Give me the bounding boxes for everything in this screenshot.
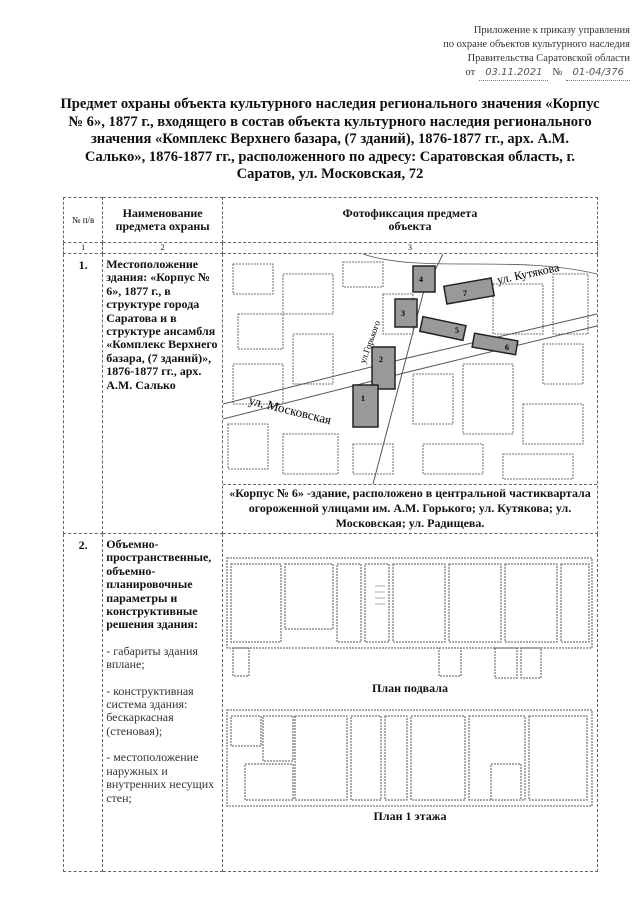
table-header-row: № п/в Наименование предмета охраны Фотоф…	[62, 197, 598, 243]
document-title: Предмет охраны объекта культурного насле…	[60, 96, 600, 182]
number-prefix: №	[552, 67, 563, 78]
protection-table: № п/в Наименование предмета охраны Фотоф…	[62, 197, 598, 872]
street-label: ул. Московская	[247, 392, 333, 427]
order-date: 03.11.2021	[479, 66, 549, 81]
row-item: - местоположение наружных и внутренних н…	[106, 750, 215, 805]
building-number: 7	[463, 289, 467, 298]
row-name-text: Объемно-пространственные, объемно-планир…	[106, 537, 212, 632]
order-number: 01-04/376	[566, 66, 630, 81]
table-row: 1. Местоположение здания: «Корпус № 6», …	[62, 253, 598, 534]
building-3	[394, 298, 418, 328]
column-number: 3	[222, 242, 598, 254]
appendix-header: Приложение к приказу управления по охран…	[370, 24, 630, 81]
table-row: 2. Объемно-пространственные, объемно-пла…	[62, 533, 598, 872]
plans-cell: План подвала План 1 этажа	[222, 533, 598, 872]
building-7	[442, 277, 496, 305]
row-number: 1.	[62, 253, 104, 534]
building-1	[352, 384, 379, 428]
row-name: Объемно-пространственные, объемно-планир…	[102, 533, 223, 872]
building-4	[412, 265, 436, 293]
appendix-line: Приложение к приказу управления	[473, 25, 630, 36]
first-floor-plan-caption: План 1 этажа	[373, 809, 447, 823]
basement-plan-caption: План подвала	[372, 681, 448, 695]
location-map: 4 7 3 5 6 2 1 ул. Московская ул. Кутяков…	[223, 254, 597, 484]
building-number: 1	[361, 394, 365, 403]
basement-plan	[226, 557, 593, 679]
row-item: - габариты здания вплане;	[106, 643, 198, 672]
building-2	[371, 346, 396, 390]
header-name: Наименование предмета охраны	[102, 197, 223, 243]
building-number: 3	[401, 309, 405, 318]
appendix-line: по охране объектов культурного наследия	[443, 39, 630, 50]
appendix-line: Правительства Саратовской области	[467, 53, 630, 64]
column-number: 1	[62, 242, 104, 254]
date-prefix: от	[465, 67, 476, 78]
map-caption: «Корпус № 6» -здание, расположено в цент…	[223, 484, 597, 533]
column-number: 2	[102, 242, 223, 254]
ensemble-buildings	[352, 265, 519, 428]
building-6	[471, 332, 519, 356]
first-floor-plan	[226, 709, 593, 807]
row-name-text: Местоположение здания: «Корпус № 6», 187…	[106, 257, 218, 392]
row-item: - конструктивная система здания: бескарк…	[106, 683, 194, 738]
appendix-date-line: от 03.11.2021 № 01-04/376	[370, 66, 630, 81]
building-number: 6	[505, 343, 509, 352]
header-number: № п/в	[62, 197, 104, 243]
column-number-row: 1 2 3	[62, 242, 598, 254]
row-number: 2.	[62, 533, 104, 872]
header-photo: Фотофиксация предмета объекта	[222, 197, 598, 243]
map-cell: 4 7 3 5 6 2 1 ул. Московская ул. Кутяков…	[222, 253, 598, 534]
building-number: 2	[379, 355, 383, 364]
building-number: 5	[455, 326, 459, 335]
building-number: 4	[419, 275, 423, 284]
building-5	[418, 315, 467, 342]
row-name: Местоположение здания: «Корпус № 6», 187…	[102, 253, 223, 534]
